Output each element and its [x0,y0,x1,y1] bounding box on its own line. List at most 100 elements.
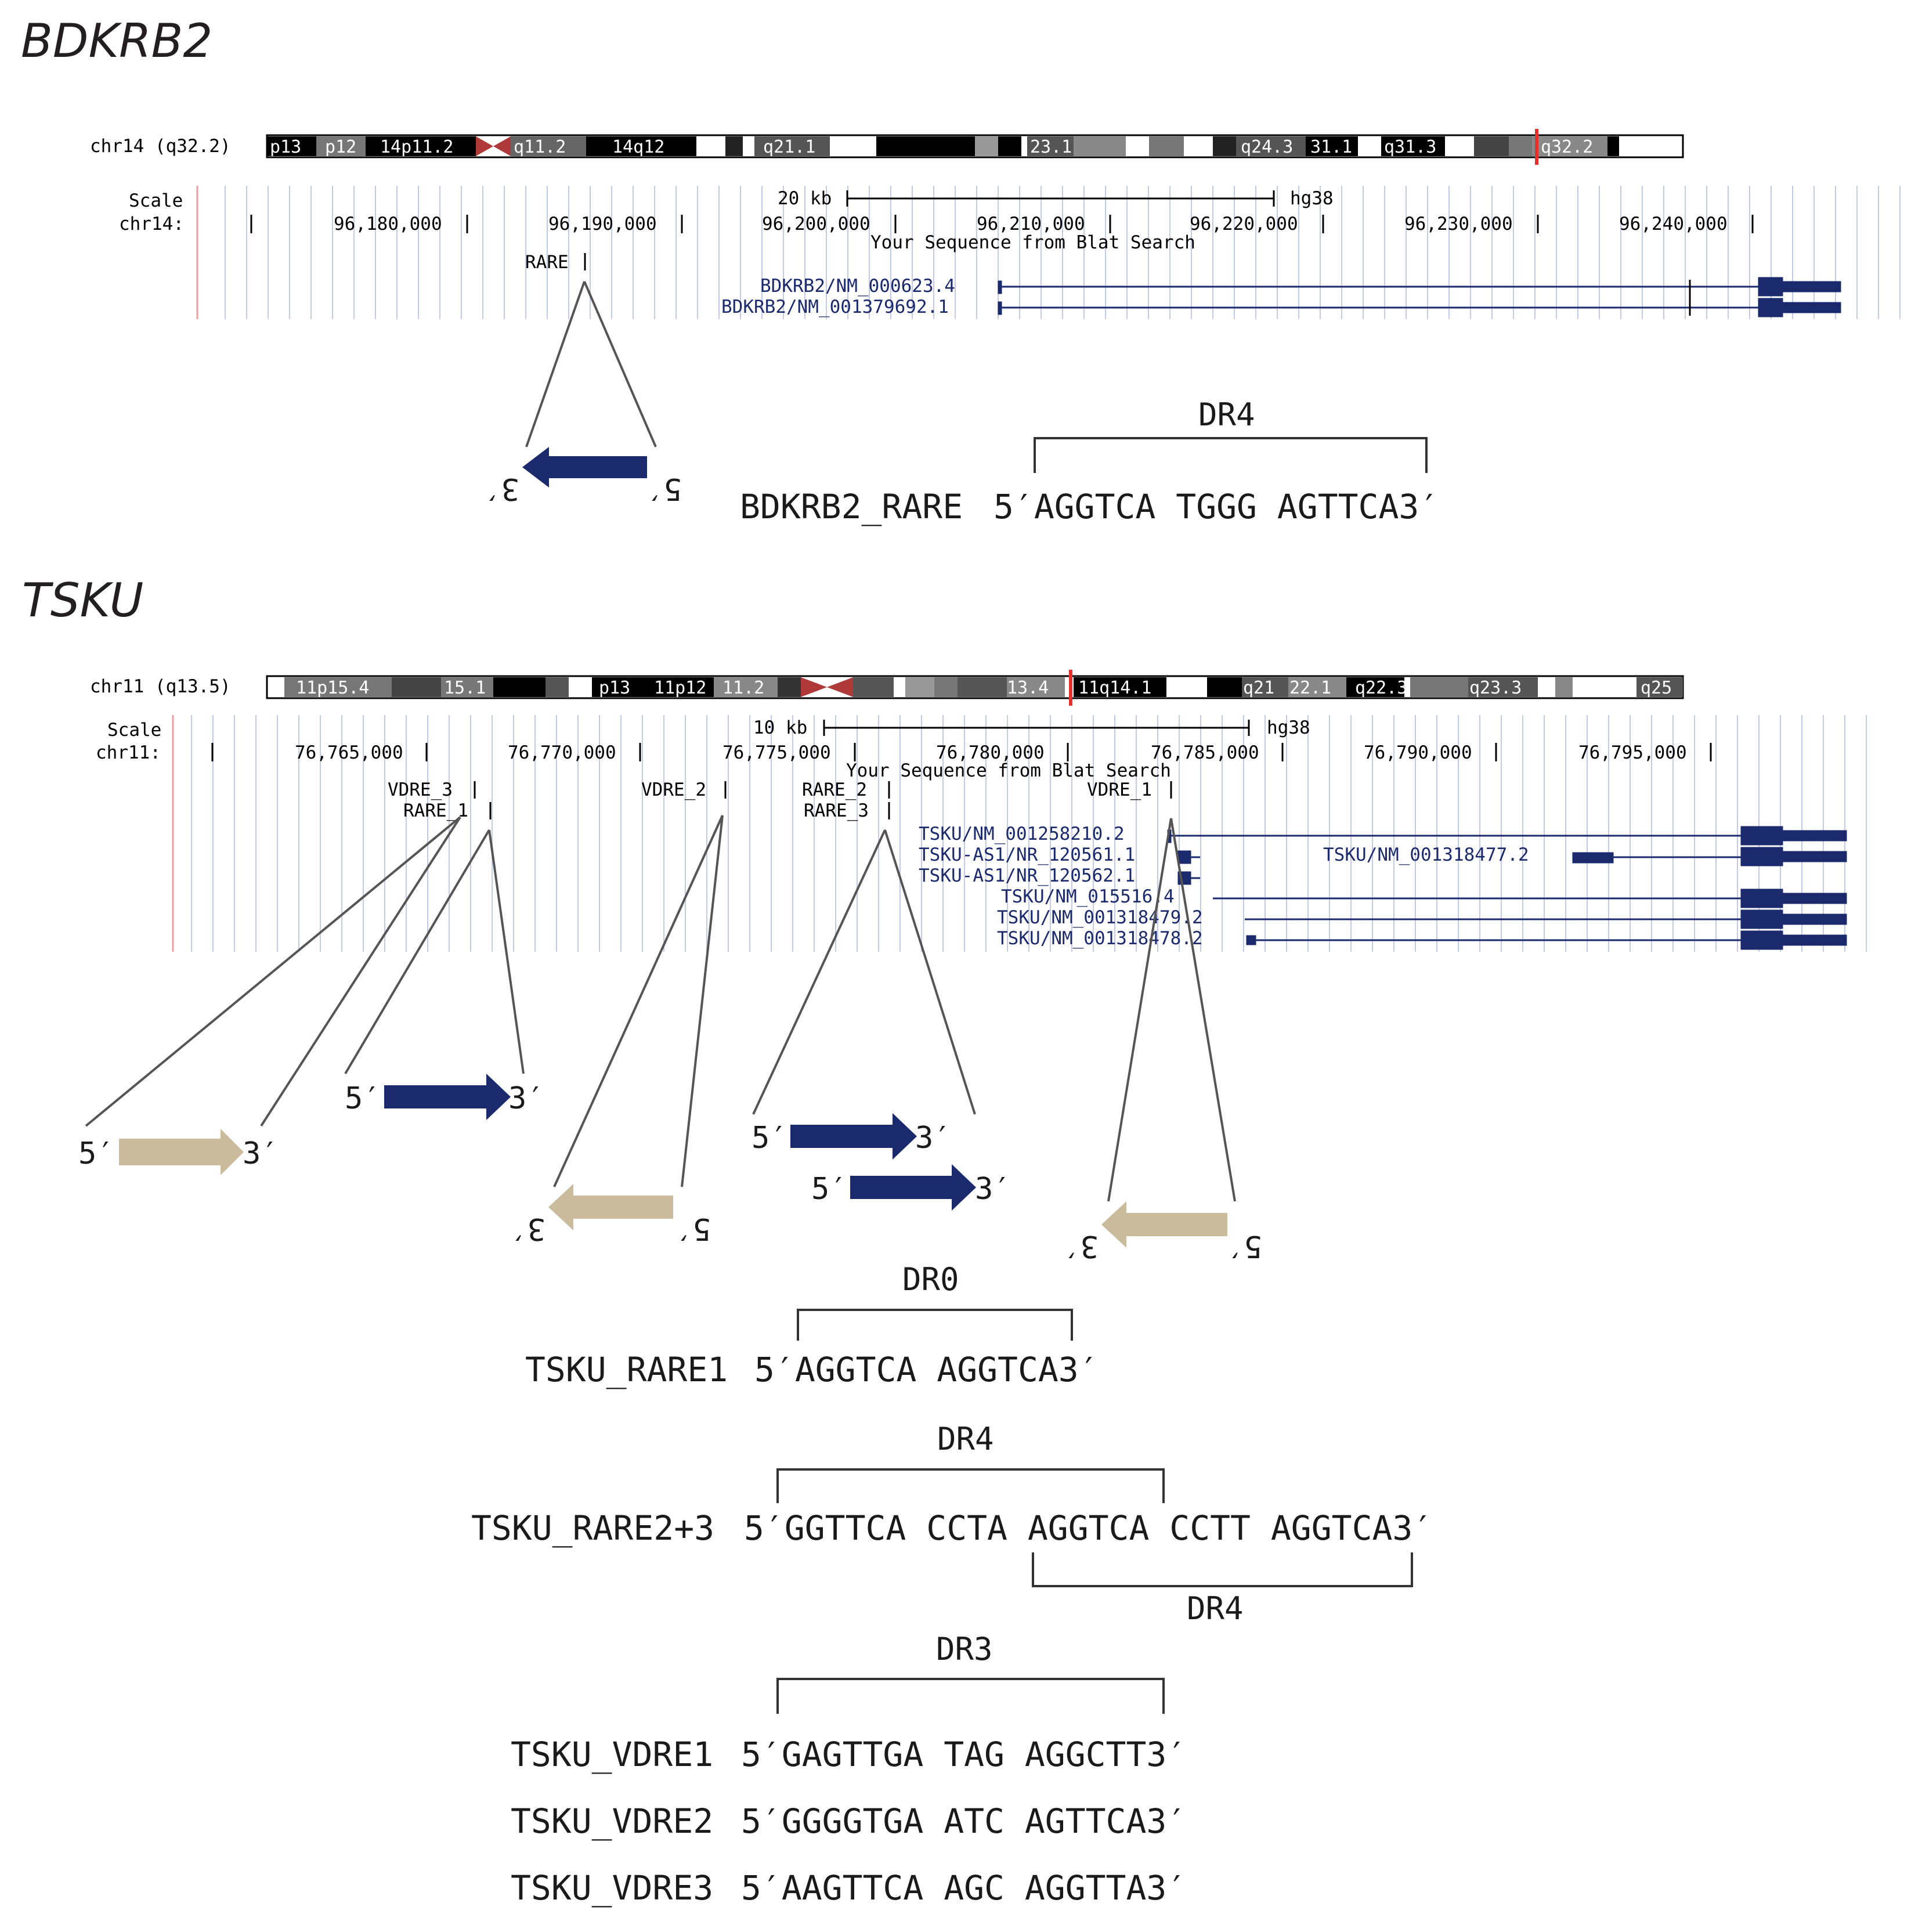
band-label: q11.2 [514,137,566,157]
transcript-label: BDKRB2/NM_000623.4 [760,276,955,297]
bdkrb2-title: BDKRB2 [21,14,212,68]
five-prime-label: 5′ [1226,1229,1262,1263]
tsku-grid [191,715,1867,952]
motif-name: TSKU_VDRE2 [511,1801,713,1841]
tsku-vdre-dr-label: DR3 [936,1631,993,1667]
tsku-scale-bar-label: 10 kb [753,717,807,738]
tsku-title: TSKU [22,573,143,627]
element-label-vdre2: VDRE_2 [641,779,706,800]
band-label: q21 [1243,678,1274,698]
three-prime-label: 3′ [1062,1229,1099,1263]
bdkrb2-ideogram [266,129,1684,165]
motif-sequence: 5′AGGTCA AGGTCA3′ [754,1350,1099,1389]
bdkrb2-transcript-models [998,277,1841,317]
tick-label: 96,190,000 [548,214,657,234]
vdre1-arrow-reverse [1101,1201,1227,1248]
dr-bracket [776,1678,1165,1714]
motif-sequence: 5′AGGTCA TGGG AGTTCA3′ [993,487,1439,526]
rare3-arrow-forward [850,1164,976,1211]
band-label: 22.1 [1289,678,1331,698]
rare-arrow-reverse [522,447,647,487]
bdkrb2-grid [225,186,1901,319]
bdkrb2-element-rare: RARE [525,252,569,273]
band-label: 11q14.1 [1078,678,1151,698]
transcript-label: TSKU-AS1/NR_120561.1 [919,844,1135,865]
band-label: q22.3 [1355,678,1407,698]
three-prime-label: 3′ [483,471,519,506]
tick-label: 96,200,000 [762,214,870,234]
band-label: 14p11.2 [380,137,453,157]
three-prime-label: 3′ [508,1081,545,1116]
band-label: 11.2 [722,678,764,698]
element-label-rare1: RARE_1 [403,800,468,821]
bdkrb2-band-labels: p13 p12 14p11.2 q11.2 14q12 q21.1 23.1 q… [270,137,1593,157]
dr-bracket [1034,437,1428,473]
bdkrb2-ideogram-label: chr14 (q32.2) [90,136,231,157]
tsku-transcript-labels: TSKU/NM_001258210.2 TSKU-AS1/NR_120561.1… [919,824,1529,949]
tick-label: 96,210,000 [977,214,1085,234]
motif-name: TSKU_RARE2+3 [471,1508,714,1548]
tsku-scale-bar [823,720,1250,736]
motif-sequence: 5′AAGTTCA AGC AGGTTA3′ [741,1868,1187,1908]
transcript-label: TSKU/NM_001318478.2 [997,928,1203,949]
band-label: 15.1 [444,678,486,698]
tsku-rare23-dr-label-lower: DR4 [1187,1590,1244,1627]
three-prime-label: 3′ [975,1172,1011,1207]
band-label: 23.1 [1030,137,1072,157]
element-label-rare3: RARE_3 [804,800,869,821]
tick-label: 96,240,000 [1619,214,1728,234]
rare2-arrow-forward [790,1113,917,1160]
transcript-label: BDKRB2/NM_001379692.1 [721,297,949,317]
tick-label: 76,765,000 [295,742,403,763]
band-label: q31.3 [1384,137,1436,157]
rare1-arrow-forward [384,1074,511,1120]
bdkrb2-scale-label: Scale [129,190,183,211]
tick-label: 96,230,000 [1404,214,1513,234]
five-prime-label: 5′ [811,1172,848,1207]
transcript-label: TSKU/NM_001318477.2 [1323,844,1529,865]
tsku-transcript-models [1167,826,1847,950]
five-prime-label: 5′ [345,1081,381,1116]
motif-sequence: 5′GGTTCA CCTA AGGTCA CCTT AGGTCA3′ [744,1508,1433,1548]
bdkrb2-ticks: 96,180,000 96,190,000 96,200,000 96,210,… [334,214,1728,234]
tsku-zoom-lines [85,815,1236,1202]
tsku-element-labels: VDRE_3 RARE_1 VDRE_2 RARE_2 RARE_3 VDRE_… [388,779,1152,821]
tsku-assembly: hg38 [1267,717,1310,738]
band-label: 13.4 [1007,678,1049,698]
element-label-rare2: RARE_2 [802,779,867,800]
bdkrb2-dr-label: DR4 [1198,396,1255,433]
bdkrb2-assembly: hg38 [1290,188,1334,209]
dr-bracket-lower [1032,1552,1413,1587]
motif-name: TSKU_VDRE3 [511,1868,713,1908]
bdkrb2-zoom-lines [525,281,657,447]
motif-name: TSKU_VDRE1 [511,1735,713,1774]
band-label: 11p15.4 [296,678,369,698]
tsku-ideogram [266,670,1684,706]
tick-label: 76,790,000 [1364,742,1472,763]
vdre3-arrow-forward [119,1129,244,1175]
three-prime-label: 3′ [243,1136,279,1171]
tsku-prime-labels: 5′ 3′ 5′ 3′ 3′ 5′ 5′ 3′ 5′ 3′ 3′ 5′ [78,1081,1262,1263]
three-prime-label: 3′ [915,1121,952,1155]
tsku-blat-label: Your Sequence from Blat Search [846,760,1171,781]
bdkrb2-chrom-label: chr14: [119,214,184,234]
vdre2-arrow-reverse [548,1184,673,1230]
five-prime-label: 5′ [752,1121,788,1155]
dr-bracket [776,1468,1165,1503]
motif-sequence: 5′GAGTTGA TAG AGGCTT3′ [741,1735,1187,1774]
band-label: q23.3 [1469,678,1522,698]
tsku-ticks: 76,765,000 76,770,000 76,775,000 76,780,… [295,742,1687,763]
tick-label: 76,785,000 [1151,742,1259,763]
five-prime-label: 5′ [674,1211,711,1246]
motif-name: TSKU_RARE1 [525,1350,728,1389]
tick-label: 76,795,000 [1578,742,1687,763]
tick-label: 76,770,000 [508,742,616,763]
tick-label: 96,180,000 [334,214,442,234]
band-label: p13 [270,137,301,157]
motif-name: BDKRB2_RARE [740,487,963,526]
transcript-label: TSKU/NM_001258210.2 [919,824,1125,844]
bdkrb2-blat-label: Your Sequence from Blat Search [870,232,1195,253]
band-label: q32.2 [1541,137,1593,157]
tsku-rare1-dr-label: DR0 [902,1261,959,1298]
